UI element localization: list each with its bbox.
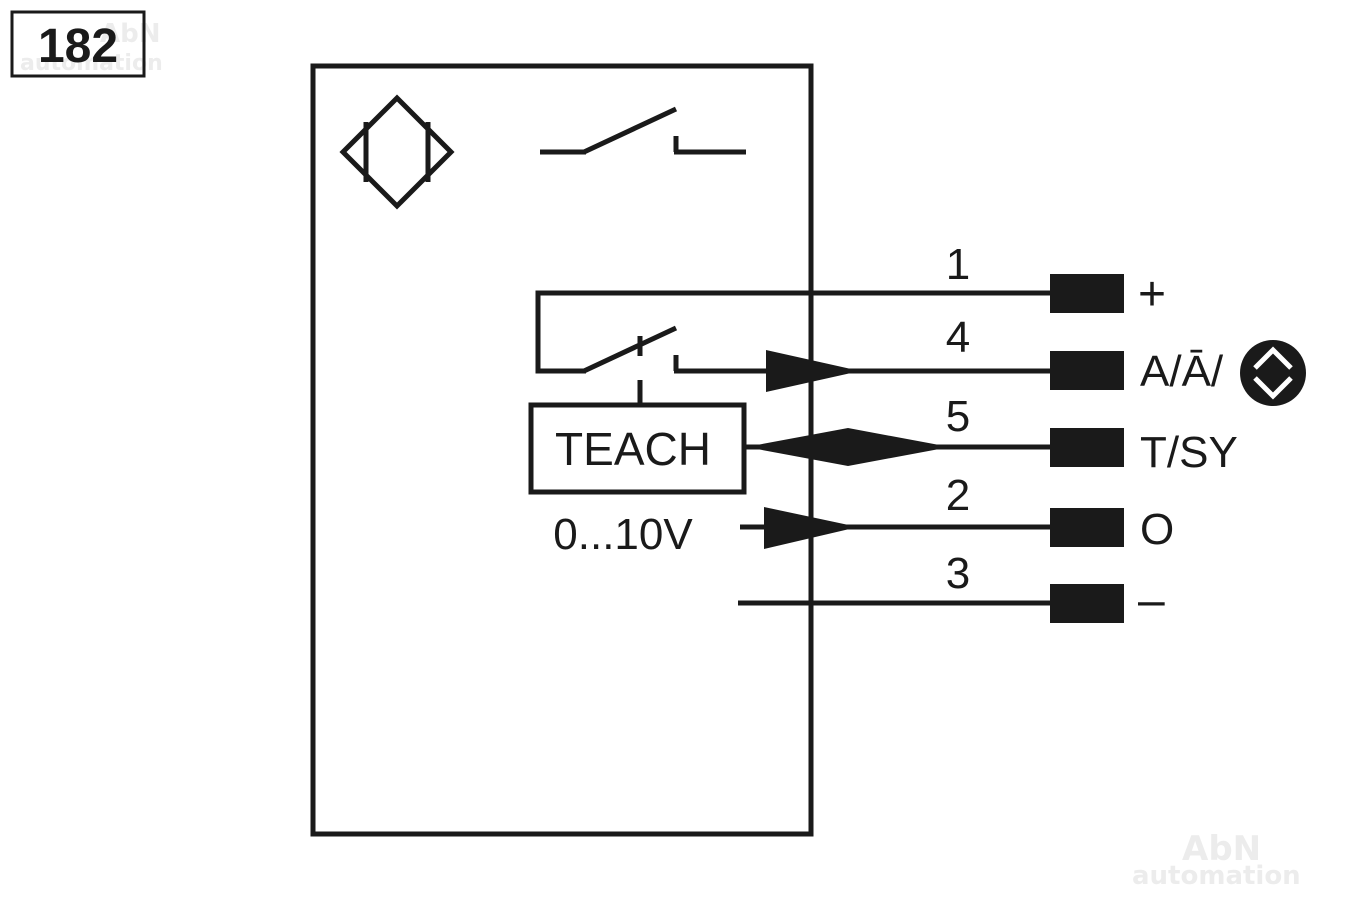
watermark-top: AbN automation (20, 19, 163, 76)
analog-label: 0...10V (553, 510, 693, 559)
analog-output: 0...10V (553, 507, 1050, 559)
terminal-blocks (1050, 274, 1124, 623)
pin-number-5: 5 (946, 392, 970, 441)
watermark-bottom: AbN automation (1132, 829, 1301, 891)
pin-number-2: 2 (946, 471, 970, 520)
pin-function-1: + (1138, 268, 1166, 321)
watermark-brand-bottom: AbN (1182, 829, 1261, 869)
pin-number-3: 3 (946, 549, 970, 598)
watermark-tagline: automation (20, 51, 163, 76)
switching-function-icon (1240, 340, 1306, 406)
terminal-pin3 (1050, 584, 1124, 623)
pin-number-4: 4 (946, 313, 970, 362)
pin-function-4: A/Ā/ (1140, 347, 1224, 396)
terminal-pin1 (1050, 274, 1124, 313)
pin-number-1: 1 (946, 240, 970, 289)
pin-function-3: – (1138, 574, 1165, 627)
pin5-wire (744, 428, 1050, 466)
normally-open-contact-icon (540, 106, 746, 155)
pin4-output-arrow (766, 350, 860, 392)
terminal-pin2 (1050, 508, 1124, 547)
watermark-brand: AbN (100, 19, 161, 49)
watermark-tagline-bottom: automation (1132, 861, 1301, 891)
diagram-number-badge: 182 (10, 10, 146, 78)
pin-function-2: O (1140, 505, 1174, 554)
sensor-diamond-icon (339, 94, 455, 210)
teach-label: TEACH (555, 423, 711, 475)
teach-block: TEACH (528, 402, 747, 495)
terminal-pin5 (1050, 428, 1124, 467)
terminal-pin4 (1050, 351, 1124, 390)
pin-function-5: T/SY (1140, 428, 1238, 477)
pin2-output-arrow (764, 507, 858, 549)
diagram-number: 182 (38, 20, 118, 73)
output-switch (535, 290, 1050, 404)
